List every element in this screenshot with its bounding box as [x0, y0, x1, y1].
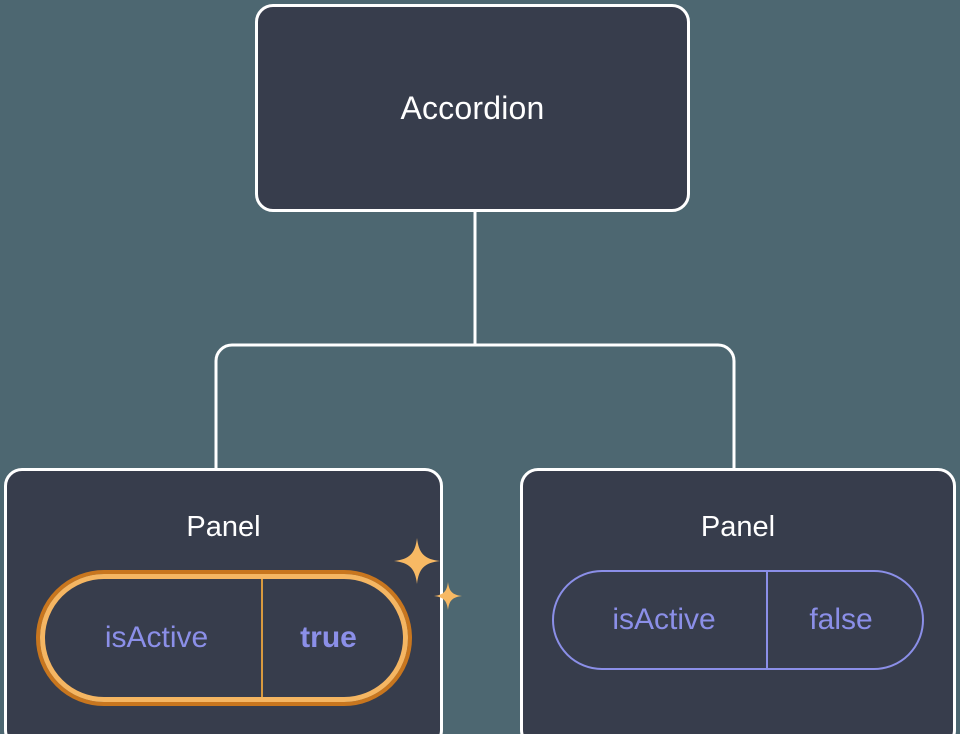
- connector-branch-left: [214, 343, 475, 470]
- prop-value-label: true: [300, 621, 357, 654]
- node-panel-left-label: Panel: [186, 511, 261, 543]
- prop-pill-right-wrapper: isActive false: [552, 570, 924, 670]
- connector-branch-right: [475, 343, 736, 470]
- node-accordion[interactable]: Accordion: [255, 4, 690, 212]
- node-panel-right[interactable]: Panel isActive false: [520, 468, 956, 734]
- prop-pill-inner: isActive true: [39, 574, 408, 702]
- sparkle-small-icon: [433, 582, 462, 610]
- prop-pill-left-wrapper: isActive true: [35, 538, 462, 706]
- prop-pill-isactive-true[interactable]: isActive true: [35, 570, 412, 706]
- prop-key-label: isActive: [45, 579, 263, 697]
- prop-key-label: isActive: [554, 572, 768, 668]
- prop-value-label: false: [809, 603, 873, 636]
- sparkle-large-icon: [393, 538, 440, 584]
- node-accordion-label: Accordion: [400, 90, 545, 126]
- prop-pill-isactive-false[interactable]: isActive false: [552, 570, 924, 670]
- node-panel-left[interactable]: Panel isActive true: [4, 468, 462, 734]
- node-panel-right-label: Panel: [700, 511, 776, 543]
